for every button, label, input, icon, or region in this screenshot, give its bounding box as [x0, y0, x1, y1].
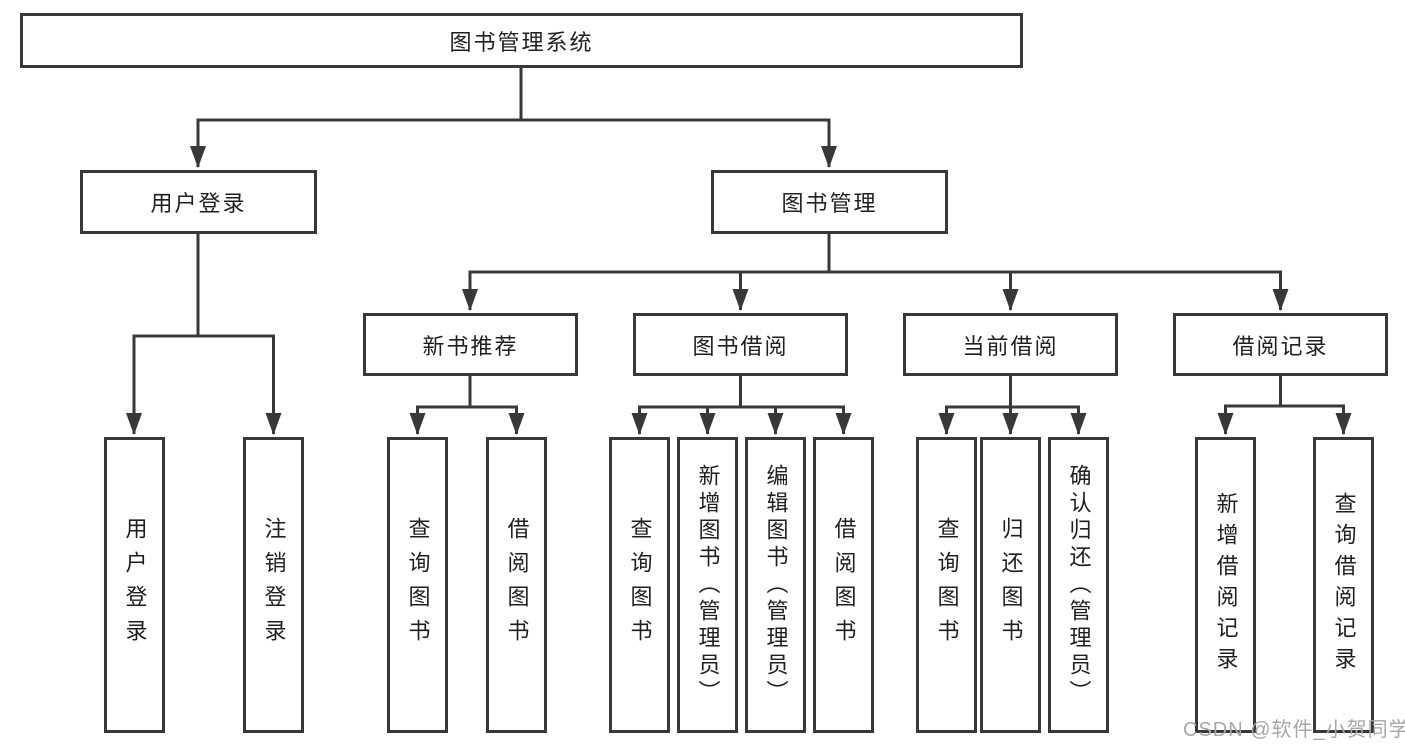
leaf-user-login: 用户登录	[104, 437, 165, 733]
leaf-return-books: 归还图书	[980, 437, 1041, 733]
leaf-logout: 注销登录	[243, 437, 304, 733]
node-new-book-recommendation: 新书推荐	[363, 313, 578, 376]
csdn-watermark: CSDN @软件_小贺同学	[1183, 719, 1405, 741]
leaf-confirm-return-admin: 确认归还（管理员）	[1048, 437, 1109, 733]
leaf-query-books-current: 查询图书	[916, 437, 977, 733]
leaf-query-borrowing-record: 查询借阅记录	[1313, 437, 1374, 733]
node-book-management: 图书管理	[711, 170, 948, 234]
leaf-edit-books-admin: 编辑图书（管理员）	[745, 437, 806, 733]
leaf-add-borrowing-record: 新增借阅记录	[1195, 437, 1256, 733]
node-current-borrowing: 当前借阅	[903, 313, 1118, 376]
leaf-borrow-books: 借阅图书	[813, 437, 874, 733]
leaf-query-books-borrowing: 查询图书	[609, 437, 670, 733]
node-book-borrowing: 图书借阅	[633, 313, 848, 376]
node-borrowing-records: 借阅记录	[1173, 313, 1388, 376]
leaf-borrow-books-recommend: 借阅图书	[486, 437, 547, 733]
node-root-library-management-system: 图书管理系统	[20, 13, 1023, 68]
leaf-query-books-recommend: 查询图书	[387, 437, 448, 733]
leaf-add-books-admin: 新增图书（管理员）	[677, 437, 738, 733]
node-user-login: 用户登录	[80, 170, 317, 234]
